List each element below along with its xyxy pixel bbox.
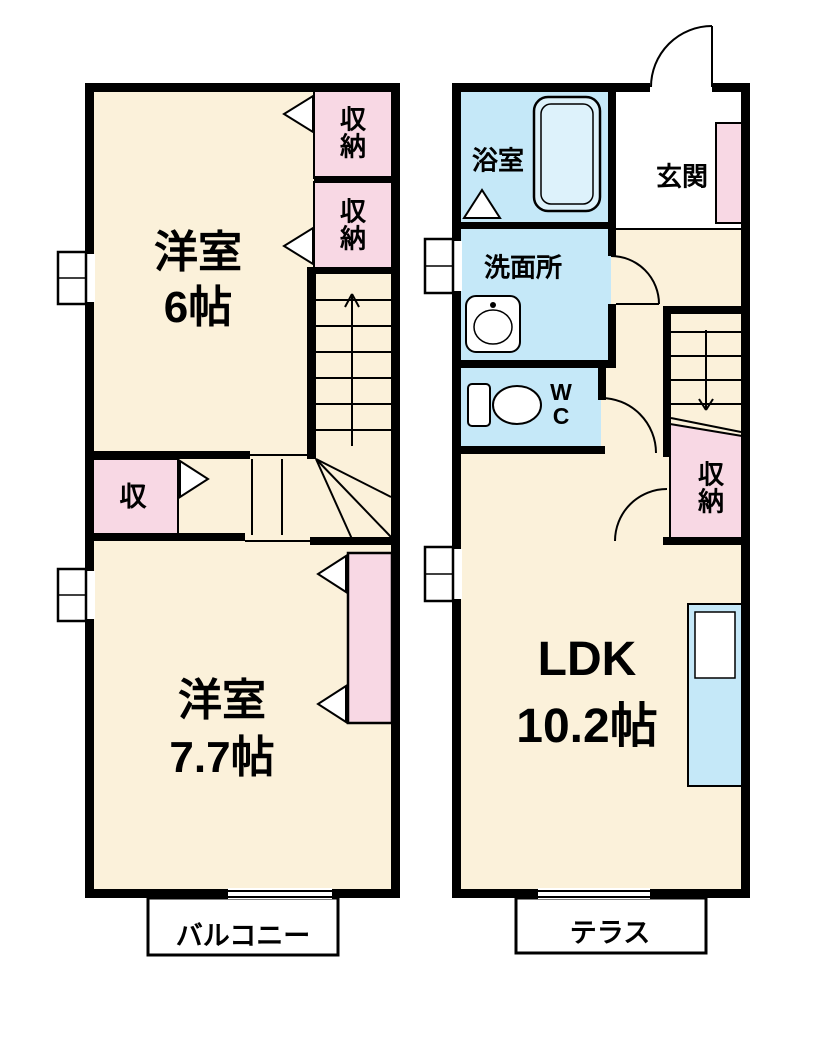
- toilet-icon: [467, 383, 542, 427]
- kitchen-sink-icon: [694, 611, 736, 679]
- closet-middle-area: [313, 181, 395, 270]
- kitchen-counter: [687, 603, 743, 787]
- closet-door-arc: [614, 488, 668, 542]
- interior-door-arcs: [600, 255, 668, 542]
- floor1-fixtures: [462, 95, 743, 787]
- balcony-label: バルコニー: [175, 920, 311, 951]
- entrance-label: 玄関: [655, 161, 709, 192]
- door-triangle-icon: [316, 684, 347, 724]
- floor1-plan: [423, 25, 750, 955]
- floor2-windows: [56, 250, 332, 899]
- floor1-openings: [423, 25, 741, 899]
- floor2-room-fills: [89, 87, 396, 894]
- stairs-1f: [670, 330, 742, 433]
- room-77j-size: 7.7帖: [169, 732, 275, 782]
- terrace-outline: [514, 896, 708, 955]
- room-77j-name: 洋室: [178, 675, 266, 725]
- ldk-name: LDK: [537, 632, 637, 686]
- door-triangle-icon: [316, 554, 347, 594]
- shoe-cabinet-area: [715, 122, 743, 224]
- stairs-down-arrow: [698, 330, 714, 411]
- room-6j-name: 洋室: [154, 227, 242, 277]
- washroom-door-arc: [610, 255, 660, 305]
- door-triangle-icon: [282, 226, 314, 266]
- balcony-outline: [146, 896, 340, 957]
- closet-upper-label: 収納: [339, 104, 366, 162]
- bathroom-label: 浴室: [471, 145, 525, 176]
- wc-door-arc: [600, 397, 657, 454]
- terrace-label: テラス: [569, 917, 651, 948]
- room-6j-size: 6帖: [163, 282, 233, 332]
- bath-door-triangle-icon: [462, 188, 502, 219]
- entrance-door-arc: [650, 25, 713, 88]
- closet-small-label: 収: [119, 481, 147, 512]
- bathtub-icon: [532, 95, 602, 213]
- door-triangle-icon: [282, 94, 314, 134]
- closet-tall-area: [346, 551, 394, 725]
- stairs-up-arrow: [344, 293, 360, 446]
- washroom-label: 洗面所: [483, 252, 563, 283]
- floor2-door-markers: [179, 94, 347, 724]
- closet-middle-label: 収納: [339, 196, 366, 254]
- wc-label: WC: [550, 378, 572, 429]
- door-triangle-icon: [179, 459, 210, 499]
- ldk-size: 10.2帖: [516, 699, 658, 753]
- sink-icon: [465, 295, 521, 353]
- floor2-plan: [56, 83, 400, 957]
- closet-1f-label: 収納: [697, 459, 724, 517]
